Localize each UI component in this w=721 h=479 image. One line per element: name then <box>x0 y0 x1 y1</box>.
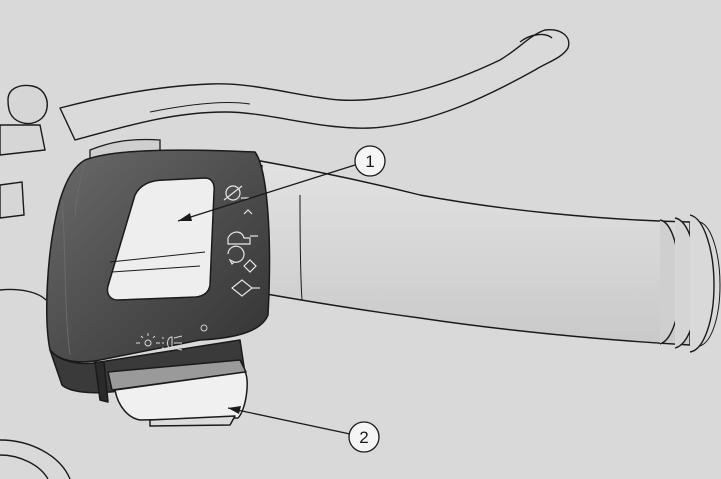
callout-2-label: 2 <box>359 428 368 447</box>
brake-reservoir <box>0 84 71 479</box>
start-icon <box>227 245 257 273</box>
callout-1: 1 <box>354 145 386 177</box>
engine-run-icon <box>227 209 258 245</box>
leader-arrows <box>178 213 241 414</box>
low-beam-icon <box>162 335 183 351</box>
start-button <box>107 359 248 427</box>
callout-1-label: 1 <box>365 152 374 171</box>
engine-stop-icon <box>223 185 249 201</box>
callout-2: 2 <box>348 421 380 453</box>
leader-line-1 <box>177 164 356 222</box>
engine-run-alt-icon <box>231 279 260 297</box>
high-beam-icon <box>136 333 160 347</box>
housing-screw <box>200 324 208 332</box>
engine-stop-switch <box>106 177 215 301</box>
leader-line-2 <box>227 407 351 435</box>
brake-lever <box>59 29 570 141</box>
leader-lines <box>177 164 356 435</box>
